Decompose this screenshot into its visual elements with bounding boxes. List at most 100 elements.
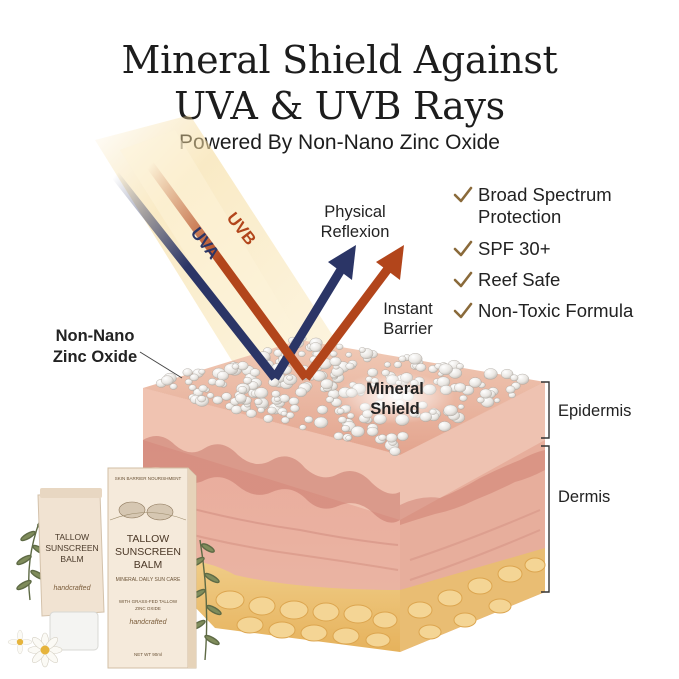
- zinc-particle: [279, 394, 290, 403]
- zinc-particle: [335, 343, 344, 350]
- zinc-particle: [245, 409, 257, 418]
- zinc-particle: [231, 363, 240, 370]
- zinc-particle: [505, 385, 516, 394]
- zinc-particle: [271, 390, 281, 398]
- feature-text: Protection: [478, 206, 562, 227]
- dermis-label: Dermis: [558, 488, 611, 506]
- zinc-particle: [286, 375, 294, 381]
- zinc-particle: [459, 394, 468, 402]
- uva-arrowhead-icon: [328, 245, 356, 280]
- feature-text: Non-Toxic Formula: [478, 300, 634, 321]
- zinc-particle: [454, 382, 467, 393]
- layer-bracket: [541, 381, 550, 593]
- zinc-particle: [493, 397, 501, 404]
- zinc-particle: [212, 395, 223, 405]
- zinc-particle: [298, 350, 306, 357]
- zinc-particle: [438, 421, 452, 432]
- zinc-particle: [389, 446, 401, 456]
- zinc-particle: [198, 384, 208, 393]
- zinc-particle: [249, 368, 261, 377]
- checkmark-icon: [453, 186, 473, 203]
- zinc-particle: [385, 433, 398, 443]
- physical-reflexion-line1: Physical: [324, 203, 386, 221]
- zinc-particle: [295, 387, 307, 397]
- zinc-particle: [366, 426, 379, 437]
- title-line-1: Mineral Shield Against: [121, 38, 558, 82]
- zinc-particle: [286, 411, 295, 419]
- zinc-particle: [398, 355, 407, 363]
- zinc-particle: [320, 378, 334, 390]
- mineral-shield-label: Mineral Shield: [350, 379, 440, 419]
- zinc-particle: [198, 368, 206, 375]
- zinc-particle: [415, 363, 427, 372]
- feature-text: SPF 30+: [478, 238, 551, 259]
- instant-barrier-line2: Barrier: [383, 320, 433, 338]
- zinc-particle: [316, 405, 329, 415]
- zinc-particle: [468, 377, 482, 388]
- zinc-oxide-line2: Zinc Oxide: [52, 348, 138, 366]
- uvb-ray-reflected: [302, 263, 394, 381]
- zinc-particle: [397, 431, 409, 441]
- zinc-particle: [257, 407, 265, 414]
- mineral-shield-line1: Mineral: [366, 380, 424, 398]
- zinc-particle: [438, 363, 453, 375]
- zinc-particle: [242, 376, 252, 385]
- zinc-particle: [457, 404, 465, 410]
- zinc-particle: [393, 361, 402, 369]
- subtitle: Powered By Non-Nano Zinc Oxide: [179, 131, 500, 154]
- zinc-particle: [309, 342, 322, 353]
- zinc-particle: [384, 361, 392, 368]
- uva-ray-incoming: [111, 172, 279, 381]
- uvb-ray-incoming: [146, 162, 310, 381]
- zinc-particle: [288, 397, 300, 406]
- physical-reflexion-label: Physical Reflexion: [305, 202, 405, 242]
- zinc-particle: [197, 395, 206, 403]
- zinc-particle: [378, 434, 387, 441]
- checkmark-icon: [453, 240, 473, 257]
- zinc-particle: [280, 416, 290, 424]
- zinc-particle: [456, 363, 464, 370]
- instant-barrier-line1: Instant: [383, 300, 433, 318]
- title-line-2: UVA & UVB Rays: [174, 84, 505, 128]
- zinc-particle: [358, 347, 366, 353]
- zinc-particle: [184, 378, 193, 386]
- zinc-particle: [483, 368, 498, 380]
- zinc-particle: [476, 396, 485, 404]
- zinc-particle: [254, 398, 263, 406]
- physical-reflexion-line2: Reflexion: [320, 223, 390, 241]
- zinc-particle: [189, 373, 199, 382]
- zinc-particle: [216, 370, 229, 381]
- zinc-particle: [325, 396, 334, 403]
- zinc-particle: [341, 425, 350, 433]
- fat-cells: [215, 557, 546, 648]
- zinc-particle: [221, 392, 232, 401]
- zinc-particle: [350, 425, 365, 438]
- zinc-particle: [304, 416, 314, 424]
- instant-barrier-label: Instant Barrier: [368, 299, 448, 339]
- uvb-arrowhead-icon: [376, 245, 404, 280]
- zinc-particle: [188, 384, 197, 391]
- zinc-particle: [280, 410, 288, 417]
- zinc-particle: [254, 387, 269, 399]
- zinc-particle: [345, 362, 355, 370]
- feature-text: Reef Safe: [478, 269, 561, 290]
- zinc-pointer-line: [139, 351, 183, 379]
- zinc-particle: [169, 383, 178, 390]
- zinc-particle: [234, 393, 247, 403]
- zinc-particle: [408, 353, 423, 365]
- zinc-particle: [161, 375, 174, 386]
- mineral-shield-line2: Shield: [370, 400, 420, 418]
- zinc-particle: [345, 352, 353, 358]
- feature-text: Broad Spectrum: [478, 184, 612, 205]
- zinc-particle: [230, 405, 242, 415]
- zinc-particle: [510, 374, 519, 382]
- zinc-particle: [479, 388, 492, 399]
- zinc-particle: [329, 350, 338, 357]
- uva-ray-reflected: [271, 265, 346, 381]
- zinc-particle: [333, 432, 344, 441]
- zinc-particle: [299, 424, 307, 431]
- zinc-oxide-line1: Non-Nano: [55, 327, 135, 345]
- zinc-oxide-label: Non-Nano Zinc Oxide: [40, 326, 150, 368]
- zinc-particle: [289, 404, 300, 413]
